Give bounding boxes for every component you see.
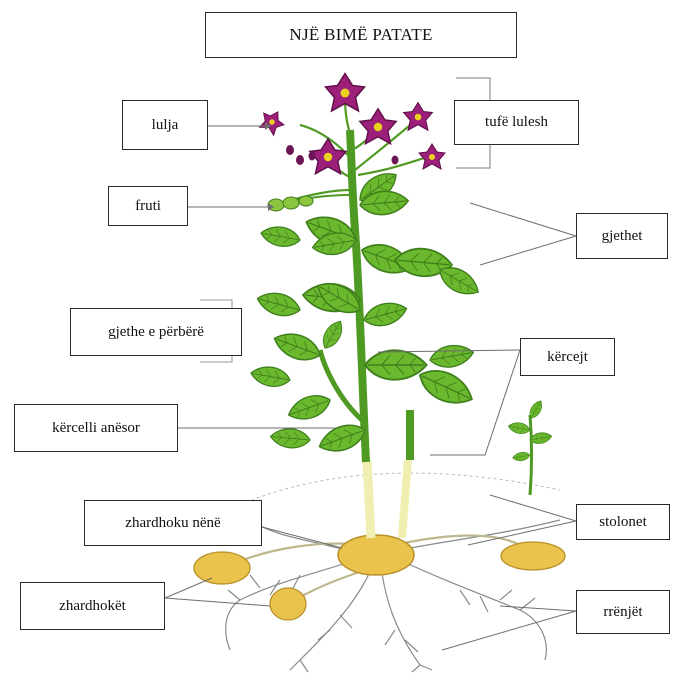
mother-tuber [338,535,414,575]
stem-base [402,460,408,538]
label-roots: rrënjët [576,590,670,634]
tuber [501,542,565,570]
flower [256,106,288,137]
flower [419,144,445,169]
flower-stalks [285,95,428,202]
fruit-cluster [268,195,350,211]
pointer-arrowheads [265,122,274,211]
ground-line [240,473,560,505]
label-side-stem: kërcelli anësor [14,404,178,452]
label-stolons: stolonet [576,504,670,540]
label-compound-leaf: gjethe e përbërë [70,308,242,356]
tuber [194,552,250,584]
label-mother-tuber: zhardhoku nënë [84,500,262,546]
stem-base [367,460,371,538]
side-stem [320,350,362,420]
label-flower-cluster: tufë lulesh [454,100,579,145]
sprout [507,398,552,495]
label-fruit: fruti [108,186,188,226]
flower [360,109,396,144]
tuber [270,588,306,620]
label-stem: kërcejt [520,338,615,376]
diagram-title: NJË BIMË PATATE [205,12,517,58]
label-flower: lulja [122,100,208,150]
label-tubers: zhardhokët [20,582,165,630]
label-leaves: gjethet [576,213,668,259]
